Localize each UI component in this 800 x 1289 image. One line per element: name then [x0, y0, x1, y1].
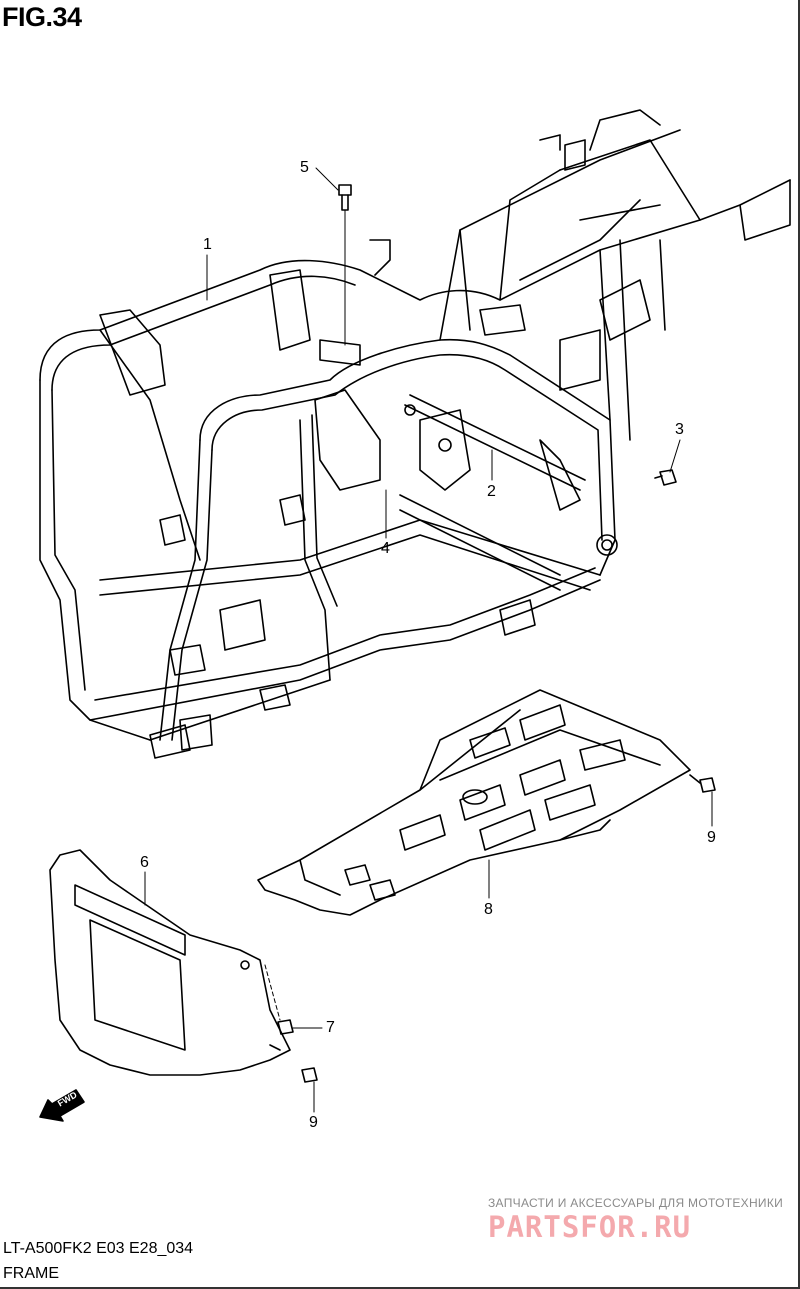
- callout-8: 8: [484, 901, 493, 918]
- callout-7: 7: [326, 1019, 335, 1036]
- part-frame: [39, 109, 791, 759]
- part-shaft: [404, 394, 586, 511]
- bolt-3: [654, 469, 677, 486]
- part-skid-plate: [257, 689, 691, 916]
- callout-1: 1: [203, 236, 212, 253]
- fwd-arrow-icon: [39, 1089, 85, 1122]
- watermark-tagline: ЗАПЧАСТИ И АКСЕССУАРЫ ДЛЯ МОТОТЕХНИКИ: [488, 1196, 784, 1210]
- callout-6: 6: [140, 854, 149, 871]
- watermark-logo: PARTSFOR.RU: [488, 1210, 692, 1244]
- callout-2: 2: [487, 483, 496, 500]
- bolt-9b: [301, 1067, 318, 1083]
- callout-3: 3: [675, 421, 684, 438]
- callout-5: 5: [300, 159, 309, 176]
- callout-9-skid: 9: [707, 829, 716, 846]
- figure-title: FIG.34: [2, 2, 82, 32]
- section-name: FRAME: [3, 1265, 59, 1282]
- model-code: LT-A500FK2 E03 E28_034: [3, 1240, 194, 1257]
- bolt-5: [338, 184, 352, 211]
- callout-4: 4: [381, 540, 390, 557]
- part-front-guard: [49, 849, 291, 1076]
- callout-9-guard: 9: [309, 1114, 318, 1131]
- bolt-9a: [689, 774, 716, 793]
- leader-lines: [144, 167, 713, 1113]
